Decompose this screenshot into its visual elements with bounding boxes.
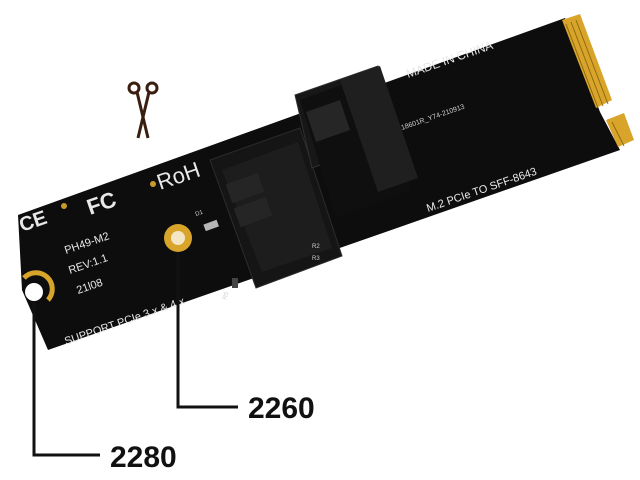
callout-2260-label: 2260 bbox=[248, 392, 315, 425]
scissors-icon bbox=[127, 81, 159, 139]
r5-label: R5 bbox=[222, 291, 230, 301]
callout-2260: 2260 bbox=[176, 252, 315, 425]
component-r5 bbox=[232, 278, 238, 288]
sff-8643-connector bbox=[209, 65, 418, 289]
gold-fingers bbox=[562, 14, 634, 147]
mount-notch-2280 bbox=[22, 270, 55, 302]
r3-label: R3 bbox=[312, 256, 320, 262]
d1-label: D1 bbox=[195, 210, 205, 218]
r2-label: R2 bbox=[312, 244, 320, 250]
component-d1 bbox=[203, 219, 219, 232]
pcb bbox=[18, 18, 620, 350]
callout-2280-label: 2280 bbox=[110, 441, 177, 474]
mount-hole-2260 bbox=[164, 224, 192, 252]
m2-adapter-board: MADE IN CHINA 18601R_Y74-210913 RoH FC C… bbox=[16, 14, 634, 350]
callout-2280: 2280 bbox=[32, 302, 177, 474]
